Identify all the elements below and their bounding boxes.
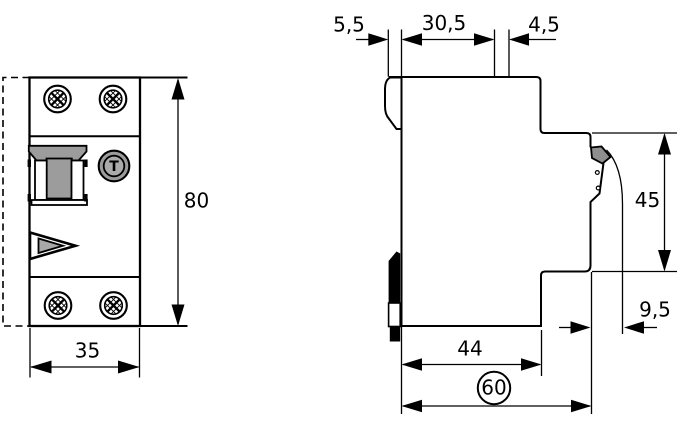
latch-hole xyxy=(594,170,600,176)
toggle-switch xyxy=(27,144,88,206)
dim-label-4-5: 4,5 xyxy=(528,13,560,37)
second-pole-dashed-outline xyxy=(2,76,30,327)
test-button-label: T xyxy=(109,159,119,175)
latch-hole xyxy=(595,185,601,191)
dim-label-45: 45 xyxy=(635,188,660,212)
dim-60-circle xyxy=(476,370,512,406)
dim-label-44: 44 xyxy=(457,337,482,361)
dimension-height-80: 80 xyxy=(140,76,209,327)
bottom-extension-lines xyxy=(400,327,543,414)
dim-label-5-5: 5,5 xyxy=(333,13,365,37)
dim-label-60: 60 xyxy=(481,376,506,400)
din-latch-tab xyxy=(590,145,612,165)
toggle-base xyxy=(30,199,88,206)
latch-swing-arc xyxy=(606,149,624,334)
toggle-slot-left xyxy=(34,159,48,201)
arrow-mark-inner xyxy=(37,237,67,255)
arrow-mark-icon xyxy=(28,230,81,261)
test-button-face xyxy=(102,154,126,178)
toggle-slot-right xyxy=(70,159,85,201)
dimension-rail-45: 45 xyxy=(635,133,671,272)
dimension-width-35: 35 xyxy=(29,328,141,378)
dimension-top-30-5: 30,5 xyxy=(401,11,495,46)
right-extension-lines xyxy=(590,132,677,414)
toggle-handle xyxy=(45,157,73,200)
dimension-hook-5-5: 5,5 xyxy=(333,13,389,46)
side-view: 5,5 30,5 4,5 45 xyxy=(333,11,677,414)
test-button: T xyxy=(97,149,131,183)
dim-label-35: 35 xyxy=(75,339,100,363)
toggle-ticks xyxy=(27,159,88,202)
rear-hook xyxy=(384,76,402,130)
dim-label-30-5: 30,5 xyxy=(422,11,467,35)
dimension-depth-44: 44 xyxy=(401,337,542,371)
dimension-total-60: 60 xyxy=(401,370,592,413)
din-rail-slider xyxy=(387,251,402,342)
dim-label-80: 80 xyxy=(184,189,209,213)
front-view: T 80 35 xyxy=(2,74,209,378)
dim-label-9-5: 9,5 xyxy=(639,298,671,322)
dimension-top-4-5: 4,5 xyxy=(509,13,560,46)
side-housing-profile xyxy=(388,76,605,327)
top-extension-lines xyxy=(387,29,510,77)
dimension-offset-9-5: 9,5 xyxy=(559,298,671,334)
